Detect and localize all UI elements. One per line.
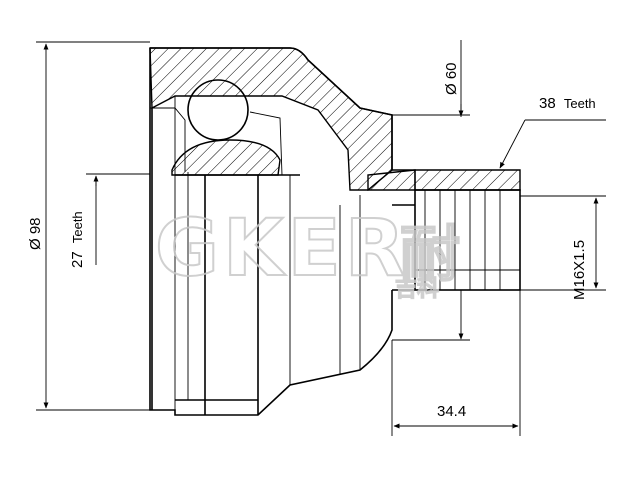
thread-label: M16X1.5 [571, 240, 588, 300]
seal-diameter-label: Ø 60 [443, 62, 460, 95]
watermark-brand: GKER [155, 204, 409, 294]
dim-inner-teeth: 27 Teeth [69, 173, 150, 268]
stub-length-label: 34.4 [437, 403, 466, 420]
svg-text:38 Teeth: 38 Teeth [539, 95, 596, 112]
outer-diameter-label: Ø 98 [27, 217, 44, 250]
outer-teeth-count: 38 [539, 95, 556, 112]
ball-and-cage [150, 79, 283, 400]
stub-shaft [367, 169, 521, 291]
dim-outer-teeth: 38 Teeth [499, 95, 606, 169]
housing-hatch [149, 47, 393, 191]
inner-teeth-word: Teeth [70, 211, 85, 243]
watermark-brand-suffix: 耐 [400, 220, 464, 290]
inner-teeth-count: 27 [69, 251, 86, 268]
brand-watermark: GKER 耐 吉科 [154, 203, 464, 303]
svg-text:27 Teeth: 27 Teeth [69, 211, 86, 268]
dim-thread: M16X1.5 [520, 195, 606, 300]
cage [171, 139, 281, 176]
dim-outer-diameter: Ø 98 [27, 41, 150, 411]
outer-teeth-word: Teeth [564, 96, 596, 111]
watermark-sub: 吉科 [395, 276, 439, 302]
dim-seal-diameter: Ø 60 [392, 40, 470, 341]
dim-stub-length: 34.4 [391, 290, 521, 436]
